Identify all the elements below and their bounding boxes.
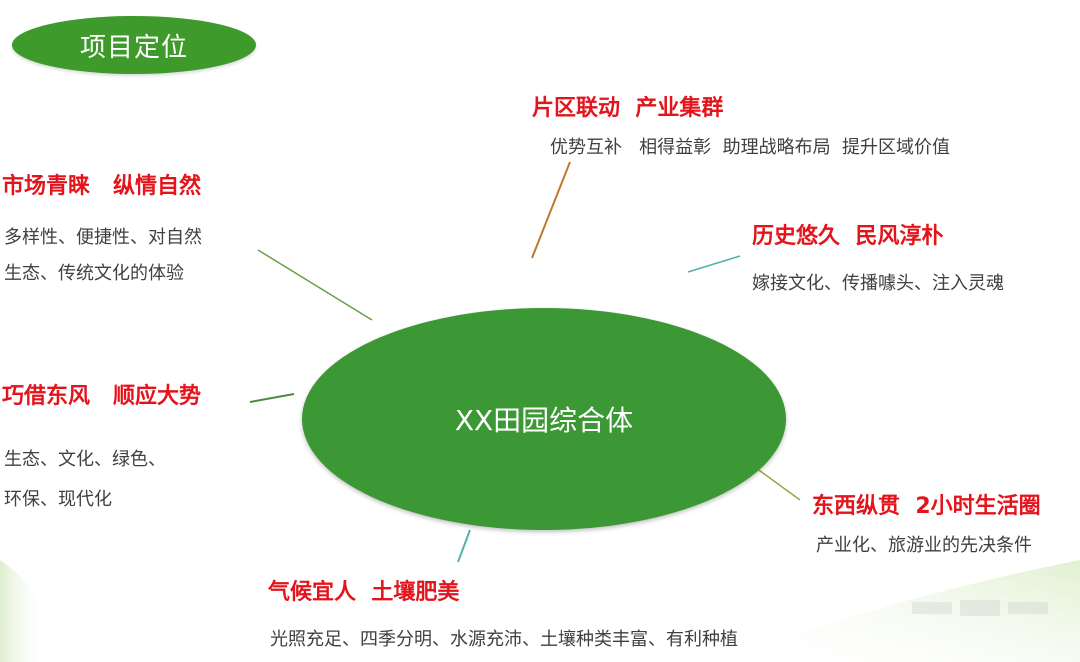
node-left-mid-desc-1: 生态、文化、绿色、 xyxy=(4,449,166,470)
watermark-blur xyxy=(912,600,1048,616)
node-left-top-title: 市场青睐 纵情自然 xyxy=(2,174,201,199)
node-right-top-title: 历史悠久 民风淳朴 xyxy=(752,224,944,249)
connector-right-top xyxy=(687,255,741,273)
connector-right-bottom xyxy=(755,467,801,501)
node-right-top-desc: 嫁接文化、传播噱头、注入灵魂 xyxy=(752,273,1004,294)
center-label: XX田园综合体 xyxy=(454,404,634,437)
connector-bottom xyxy=(457,529,471,563)
center-node: XX田园综合体 xyxy=(302,308,786,530)
page-title: 项目定位 xyxy=(12,16,256,74)
node-bottom-desc: 光照充足、四季分明、水源充沛、土壤种类丰富、有利种植 xyxy=(270,629,738,650)
node-left-mid-title: 巧借东风 顺应大势 xyxy=(2,384,201,409)
connector-left-mid xyxy=(249,393,295,403)
node-right-bottom-title: 东西纵贯 2小时生活圈 xyxy=(812,494,1041,519)
node-left-top-desc-1: 多样性、便捷性、对自然 xyxy=(4,227,202,248)
node-left-mid-desc-2: 环保、现代化 xyxy=(4,489,112,510)
node-bottom-title: 气候宜人 土壤肥美 xyxy=(268,580,460,605)
connector-left-top xyxy=(257,249,373,321)
node-top-desc: 优势互补 相得益彰 助理战略布局 提升区域价值 xyxy=(550,137,951,158)
node-left-top-desc-2: 生态、传统文化的体验 xyxy=(4,263,184,284)
node-top-title: 片区联动 产业集群 xyxy=(532,96,724,121)
connector-top xyxy=(531,161,571,259)
node-right-bottom-desc: 产业化、旅游业的先决条件 xyxy=(816,535,1032,556)
